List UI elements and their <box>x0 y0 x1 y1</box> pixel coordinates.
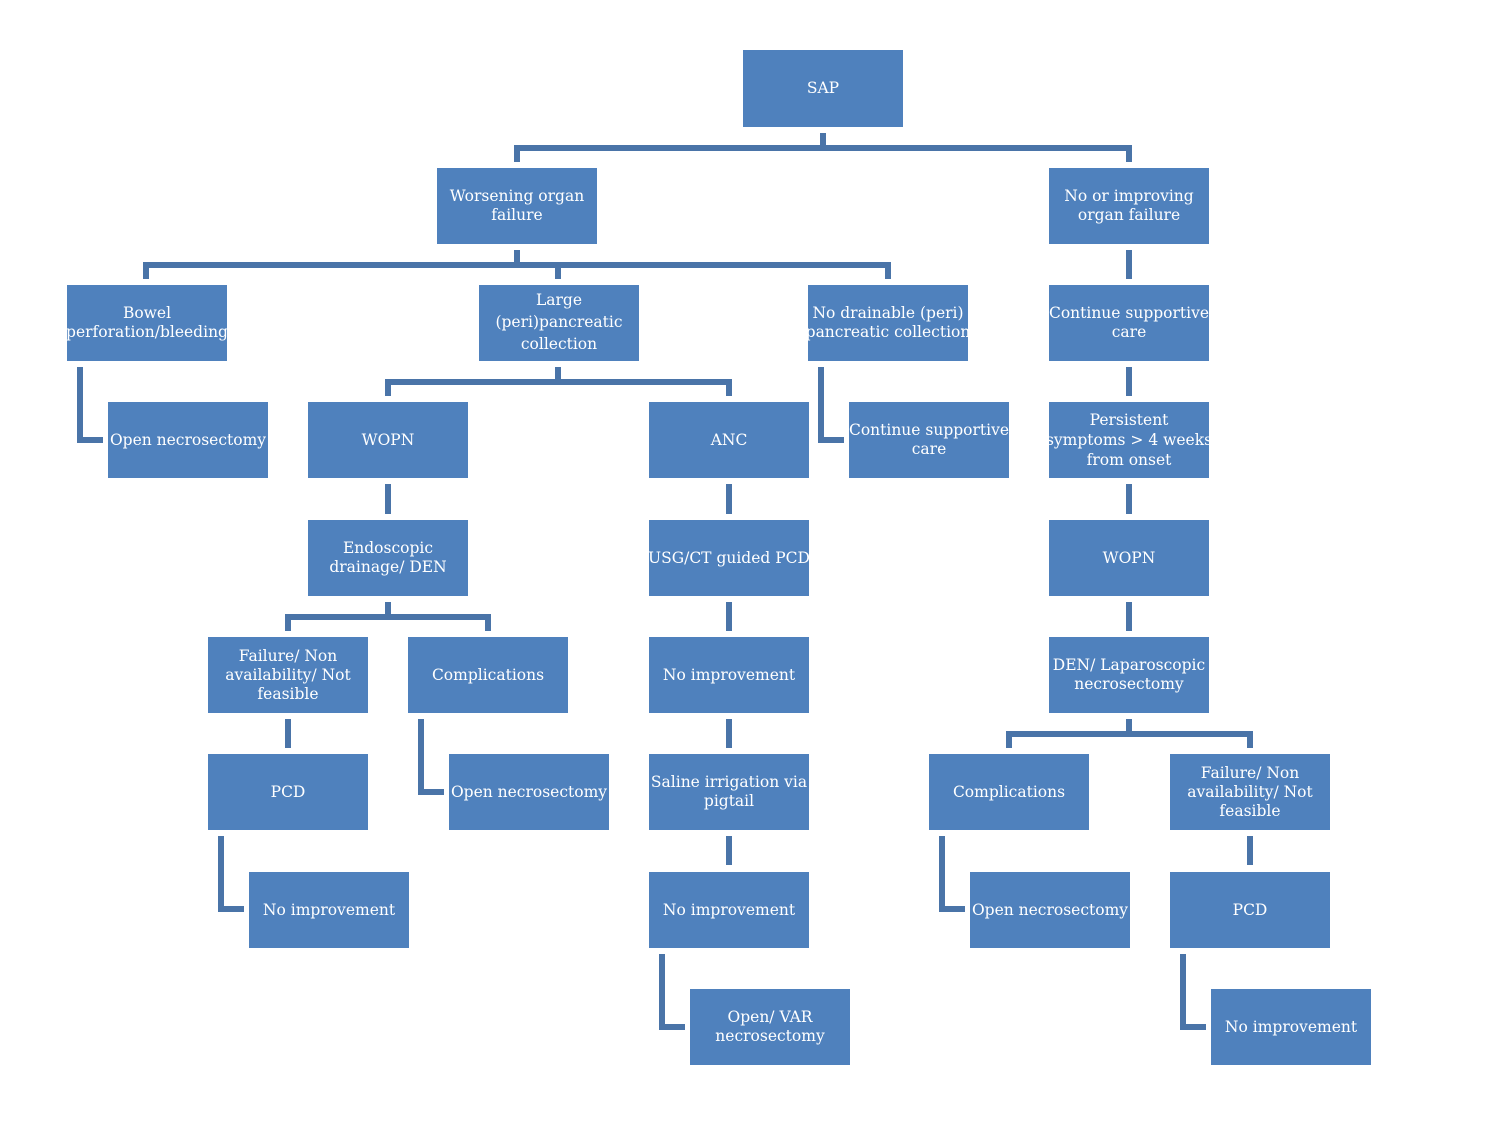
node-no-drainable-collection: No drainable (peri) pancreatic collectio… <box>806 285 970 361</box>
node-open-necrosectomy-bowel: Open necrosectomy <box>108 402 268 478</box>
connector-saline-noimp <box>659 954 685 1030</box>
node-open-necrosectomy-complications-right: Open necrosectomy <box>970 872 1130 948</box>
connector-sap <box>514 133 1132 162</box>
node-den-laparoscopic: DEN/ Laparoscopic necrosectomy <box>1049 637 1209 713</box>
node-complications-right: Complications <box>929 754 1089 830</box>
node-worsening-organ-failure: Worsening organ failure <box>437 168 597 244</box>
node-no-improvement-pcd-right: No improvement <box>1211 989 1371 1065</box>
node-sap: SAP <box>743 50 903 127</box>
connector-bowel <box>77 367 103 443</box>
node-open-necrosectomy-complications-left: Open necrosectomy <box>449 754 609 830</box>
connector-complications-left <box>418 719 444 795</box>
node-complications-left: Complications <box>408 637 568 713</box>
node-bowel-perforation: Bowel perforation/bleeding <box>66 285 228 361</box>
node-failure-right: Failure/ Non availability/ Not feasible <box>1170 754 1330 830</box>
node-large-collection: Large (peri)pancreatic collection <box>479 285 639 361</box>
node-continue-supportive-care-mid: Continue supportive care <box>849 402 1009 478</box>
node-wopn-left: WOPN <box>308 402 468 478</box>
connector-pcd-left <box>218 836 244 912</box>
node-persistent-symptoms: Persistent symptoms > 4 weeks from onset <box>1046 402 1212 478</box>
connector-den-lap <box>1006 719 1253 748</box>
node-no-improvement-saline: No improvement <box>649 872 809 948</box>
node-improving-organ-failure: No or improving organ failure <box>1049 168 1209 244</box>
node-pcd-left: PCD <box>208 754 368 830</box>
node-no-improvement-pcd-left: No improvement <box>249 872 409 948</box>
connector-pcd-right <box>1180 954 1206 1030</box>
node-anc: ANC <box>649 402 809 478</box>
node-open-var-necrosectomy: Open/ VAR necrosectomy <box>690 989 850 1065</box>
node-usg-ct-guided-pcd: USG/CT guided PCD <box>648 520 810 596</box>
node-saline-irrigation: Saline irrigation via pigtail <box>649 754 809 830</box>
node-no-improvement-anc: No improvement <box>649 637 809 713</box>
node-continue-supportive-care-right: Continue supportive care <box>1049 285 1209 361</box>
node-endoscopic-drainage: Endoscopic drainage/ DEN <box>308 520 468 596</box>
connector-large <box>385 367 732 396</box>
connector-no-drainable <box>818 367 844 443</box>
connector-worsening <box>143 250 891 279</box>
node-failure-left: Failure/ Non availability/ Not feasible <box>208 637 368 713</box>
connector-complications-right <box>939 836 965 912</box>
node-pcd-right: PCD <box>1170 872 1330 948</box>
node-wopn-right: WOPN <box>1049 520 1209 596</box>
connector-endoscopic <box>285 602 491 631</box>
